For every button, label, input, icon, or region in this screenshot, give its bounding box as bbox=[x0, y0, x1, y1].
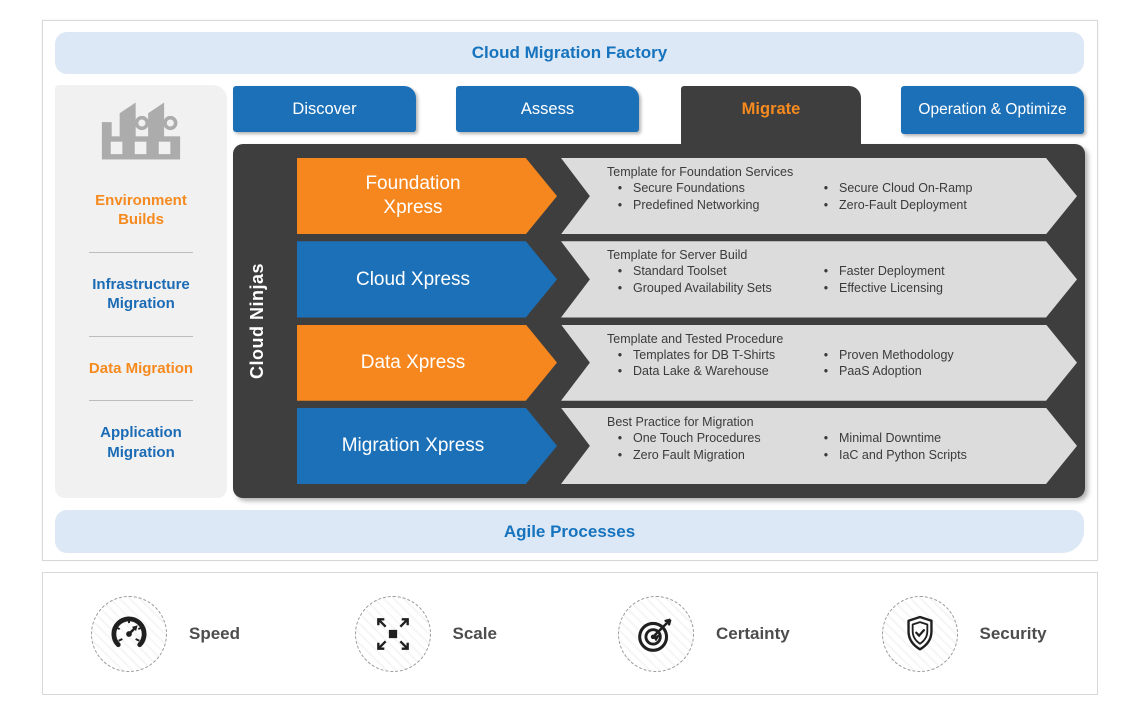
detail-bullet: Templates for DB T-Shirts bbox=[607, 347, 813, 364]
foundation-xpress-details-arrow: Template for Foundation Services Secure … bbox=[561, 158, 1077, 235]
details-heading: Template for Foundation Services bbox=[607, 165, 794, 179]
shield-check-icon bbox=[906, 615, 933, 651]
row-data-xpress: Data Xpress Template and Tested Procedur… bbox=[297, 324, 1077, 401]
speed-label: Speed bbox=[189, 623, 241, 643]
row-foundation-xpress: Foundation Xpress Template for Foundatio… bbox=[297, 158, 1077, 235]
sidebar-item-environment-builds: Environment Builds bbox=[95, 191, 187, 229]
details-heading: Template and Tested Procedure bbox=[607, 331, 784, 346]
value-prop-security: Security bbox=[834, 595, 1098, 672]
security-icon-circle bbox=[881, 595, 958, 672]
expand-arrows-icon bbox=[376, 617, 409, 650]
value-prop-certainty: Certainty bbox=[570, 595, 834, 672]
divider bbox=[89, 335, 193, 337]
migrate-detail-panel: Cloud Ninjas Foundation Xpress Template … bbox=[233, 144, 1085, 498]
divider bbox=[89, 400, 193, 402]
data-xpress-button[interactable]: Data Xpress bbox=[297, 324, 557, 401]
detail-bullet: PaaS Adoption bbox=[813, 363, 1037, 380]
value-props-strip: Speed Scale bbox=[42, 572, 1098, 695]
tab-discover-label: Discover bbox=[292, 99, 357, 118]
detail-bullet: Minimal Downtime bbox=[813, 430, 1037, 447]
migration-xpress-button[interactable]: Migration Xpress bbox=[297, 407, 557, 484]
speed-icon-circle bbox=[91, 595, 167, 672]
tab-migrate-label: Migrate bbox=[741, 100, 801, 118]
data-xpress-label: Data Xpress bbox=[360, 351, 466, 373]
foundation-xpress-label: Foundation Xpress bbox=[365, 173, 461, 219]
details-heading: Best Practice for Migration bbox=[607, 414, 754, 429]
row-cloud-xpress: Cloud Xpress Template for Server Build S… bbox=[297, 241, 1077, 318]
detail-bullet: Zero Fault Migration bbox=[607, 447, 813, 464]
detail-bullet: Standard Toolset bbox=[607, 263, 813, 280]
detail-bullet: One Touch Procedures bbox=[607, 430, 813, 447]
sidebar: Environment Builds Infrastructure Migrat… bbox=[55, 85, 227, 498]
speedometer-icon bbox=[111, 616, 147, 647]
certainty-icon-circle bbox=[618, 595, 694, 672]
value-prop-speed: Speed bbox=[43, 595, 307, 672]
cloud-migration-factory-diagram: Cloud Migration Factory Environment Buil… bbox=[42, 20, 1098, 561]
migration-xpress-details-arrow: Best Practice for Migration One Touch Pr… bbox=[561, 407, 1077, 484]
detail-bullet: Zero-Fault Deployment bbox=[813, 197, 1037, 214]
cloud-ninjas-vertical-label: Cloud Ninjas bbox=[247, 262, 267, 380]
tab-migrate-active[interactable]: Migrate bbox=[681, 86, 861, 148]
detail-bullet: Secure Foundations bbox=[607, 180, 813, 197]
details-heading: Template for Server Build bbox=[607, 248, 748, 263]
sidebar-item-infrastructure-migration: Infrastructure Migration bbox=[92, 275, 190, 313]
tab-assess-label: Assess bbox=[520, 99, 575, 118]
top-banner-title: Cloud Migration Factory bbox=[471, 43, 668, 62]
row-migration-xpress: Migration Xpress Best Practice for Migra… bbox=[297, 407, 1077, 484]
sidebar-item-application-migration: Application Migration bbox=[100, 424, 182, 461]
detail-bullet: Proven Methodology bbox=[813, 347, 1037, 364]
tab-operation-label: Operation & Optimize bbox=[918, 100, 1067, 118]
migration-xpress-label: Migration Xpress bbox=[341, 435, 485, 456]
xpress-rows: Foundation Xpress Template for Foundatio… bbox=[297, 158, 1077, 484]
cloud-xpress-label: Cloud Xpress bbox=[355, 268, 471, 290]
target-dart-icon bbox=[638, 618, 672, 652]
divider bbox=[89, 251, 193, 253]
sidebar-items: Environment Builds Infrastructure Migrat… bbox=[55, 163, 227, 498]
sidebar-item-data-migration: Data Migration bbox=[88, 359, 194, 377]
factory-icon bbox=[101, 102, 181, 160]
tab-assess[interactable]: Assess bbox=[456, 86, 639, 132]
detail-bullet: IaC and Python Scripts bbox=[813, 447, 1037, 464]
detail-bullet: Secure Cloud On-Ramp bbox=[813, 180, 1037, 197]
detail-bullet: Grouped Availability Sets bbox=[607, 280, 813, 297]
bottom-banner-title: Agile Processes bbox=[503, 521, 636, 541]
top-banner: Cloud Migration Factory bbox=[55, 32, 1084, 74]
tab-discover[interactable]: Discover bbox=[233, 86, 416, 132]
scale-icon-circle bbox=[354, 595, 431, 672]
data-xpress-details-arrow: Template and Tested Procedure Templates … bbox=[561, 324, 1077, 401]
value-prop-scale: Scale bbox=[307, 595, 571, 672]
security-label: Security bbox=[979, 623, 1047, 643]
cloud-xpress-details-arrow: Template for Server Build Standard Tools… bbox=[561, 241, 1077, 318]
foundation-xpress-button[interactable]: Foundation Xpress bbox=[297, 158, 557, 235]
certainty-label: Certainty bbox=[716, 623, 790, 643]
tab-operation-optimize[interactable]: Operation & Optimize bbox=[901, 86, 1084, 134]
detail-bullet: Data Lake & Warehouse bbox=[607, 363, 813, 380]
bottom-banner: Agile Processes bbox=[55, 510, 1084, 553]
detail-bullet: Effective Licensing bbox=[813, 280, 1037, 297]
detail-bullet: Faster Deployment bbox=[813, 263, 1037, 280]
scale-label: Scale bbox=[452, 623, 497, 643]
cloud-xpress-button[interactable]: Cloud Xpress bbox=[297, 241, 557, 318]
detail-bullet: Predefined Networking bbox=[607, 197, 813, 214]
